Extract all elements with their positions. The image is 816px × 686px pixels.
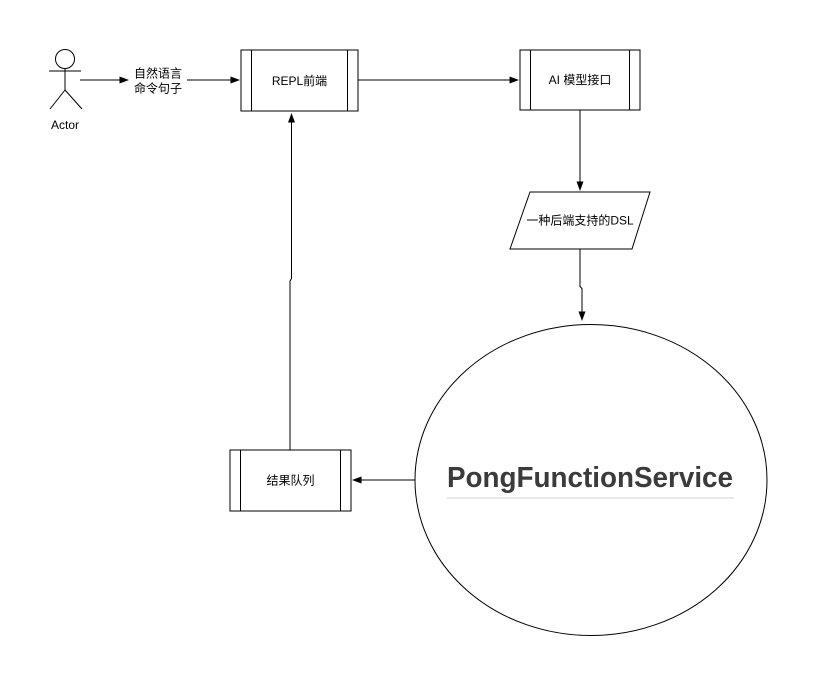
edge-ai-to-dsl[interactable]: [576, 110, 584, 191]
edge-label-to-repl[interactable]: [187, 76, 240, 84]
edge-queue-to-repl[interactable]: [288, 113, 295, 450]
dsl-parallelogram[interactable]: [509, 191, 651, 250]
actor-leg-right: [64, 89, 83, 110]
node-actor[interactable]: Actor: [49, 49, 83, 133]
node-ai-model-interface[interactable]: AI 模型接口: [519, 49, 641, 111]
edge-actor-to-label[interactable]: [80, 76, 129, 84]
arrowhead-up-icon: [288, 113, 295, 123]
dsl-label: 一种后端支持的DSL: [526, 213, 634, 228]
pong-function-service-label: PongFunctionService: [447, 462, 733, 494]
arrowhead-down-icon: [576, 181, 584, 191]
nl-command-label-line1: 自然语言: [134, 66, 182, 81]
edge-dsl-to-service[interactable]: [578, 249, 586, 321]
actor-head: [55, 49, 75, 69]
arrowhead-down-icon: [578, 311, 586, 321]
result-queue-box[interactable]: [229, 449, 352, 512]
edge-label-nl-command: 自然语言 命令句子: [134, 66, 182, 96]
edge-service-to-queue[interactable]: [352, 476, 415, 484]
arrowhead-right-icon: [119, 76, 129, 84]
ai-model-interface-box[interactable]: [519, 49, 641, 111]
nl-command-label-line2: 命令句子: [134, 81, 182, 96]
arrowhead-left-icon: [352, 476, 362, 484]
node-dsl[interactable]: 一种后端支持的DSL: [509, 191, 651, 250]
repl-frontend-box[interactable]: [240, 49, 359, 112]
actor-leg-left: [49, 89, 66, 110]
result-queue-label: 结果队列: [266, 473, 314, 488]
edge-dsl-to-service-line: [579, 249, 583, 312]
arrowhead-right-icon: [230, 76, 240, 84]
node-repl-frontend[interactable]: REPL前端: [240, 49, 359, 112]
edge-repl-to-ai[interactable]: [358, 76, 519, 84]
ai-model-interface-label: AI 模型接口: [549, 72, 612, 87]
node-pong-function-service[interactable]: PongFunctionService: [414, 324, 768, 636]
node-result-queue[interactable]: 结果队列: [229, 449, 352, 512]
repl-frontend-label: REPL前端: [272, 73, 327, 88]
edge-queue-to-repl-line: [289, 122, 292, 450]
arrowhead-right-icon: [509, 76, 519, 84]
actor-label: Actor: [51, 118, 79, 132]
